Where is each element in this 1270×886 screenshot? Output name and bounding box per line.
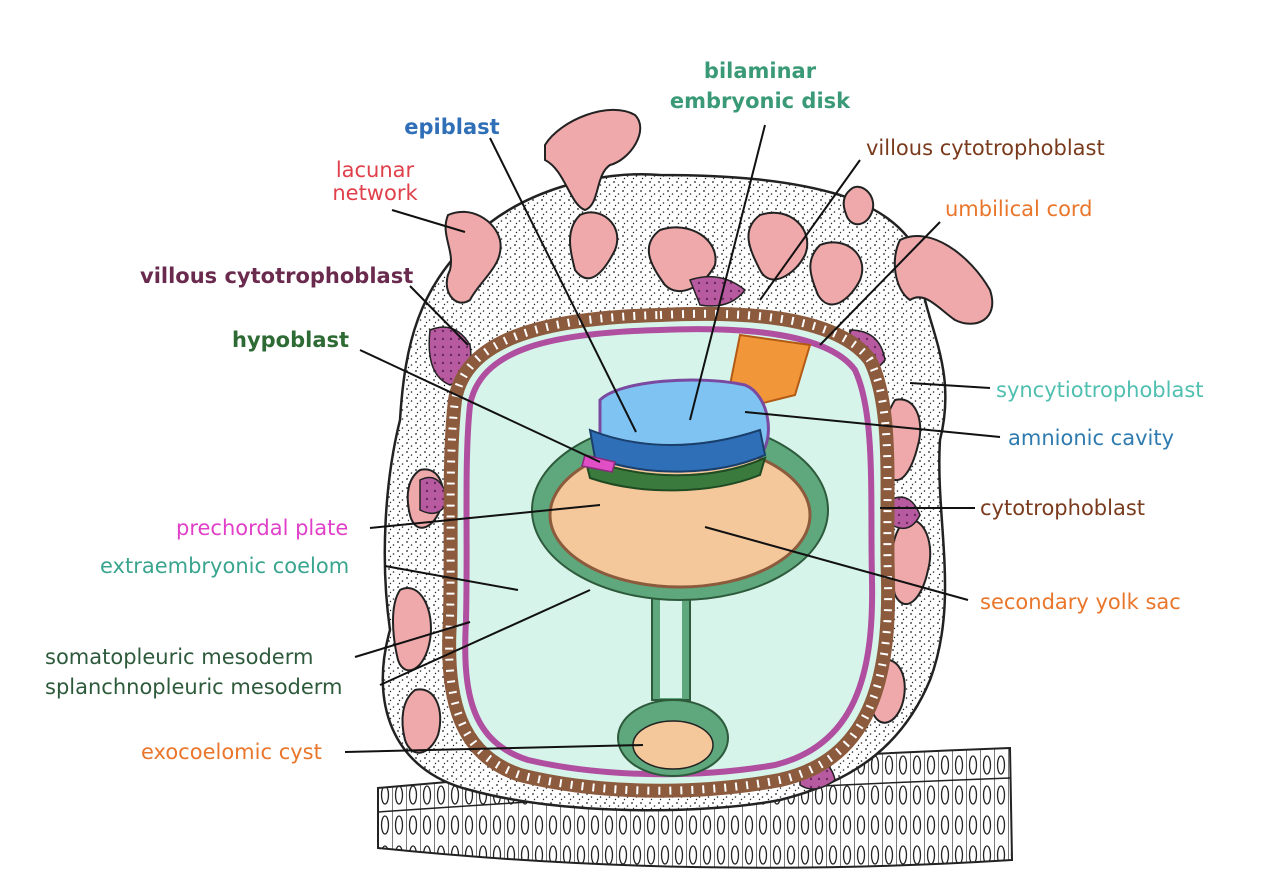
label-secondary-yolk-sac: secondary yolk sac [980, 590, 1181, 614]
lacunar-network [392, 108, 994, 754]
label-prechordal-plate: prechordal plate [176, 516, 348, 540]
label-lacunar-line2: network [332, 181, 418, 205]
label-bilaminar-line2: embryonic disk [670, 89, 851, 113]
label-syncytiotrophoblast: syncytiotrophoblast [996, 378, 1204, 402]
label-villous-cytotrophoblast-top: villous cytotrophoblast [866, 136, 1105, 160]
label-bilaminar-line1: bilaminar [704, 59, 817, 83]
label-exocoelomic-cyst: exocoelomic cyst [141, 740, 322, 764]
exocoelomic-cyst [617, 699, 729, 777]
label-extraembryonic-coelom: extraembryonic coelom [100, 554, 349, 578]
prechordal-plate [581, 454, 616, 473]
label-amnionic-cavity: amnionic cavity [1008, 426, 1174, 450]
label-villous-cytotrophoblast-left: villous cytotrophoblast [140, 264, 413, 288]
label-lacunar-line1: lacunar [336, 158, 415, 182]
label-somatopleuric-mesoderm: somatopleuric mesoderm [45, 645, 313, 669]
hypoblast-layer [583, 456, 767, 492]
label-epiblast: epiblast [404, 115, 499, 139]
label-splanchnopleuric-mesoderm: splanchnopleuric mesoderm [45, 675, 343, 699]
label-cytotrophoblast: cytotrophoblast [980, 496, 1145, 520]
labels: bilaminar embryonic disk epiblast villou… [45, 59, 1204, 764]
epiblast-layer [588, 428, 767, 473]
label-hypoblast: hypoblast [232, 328, 349, 352]
label-umbilical-cord: umbilical cord [945, 197, 1093, 221]
amniotic-cavity [598, 378, 770, 457]
leader-lines [344, 124, 1001, 753]
